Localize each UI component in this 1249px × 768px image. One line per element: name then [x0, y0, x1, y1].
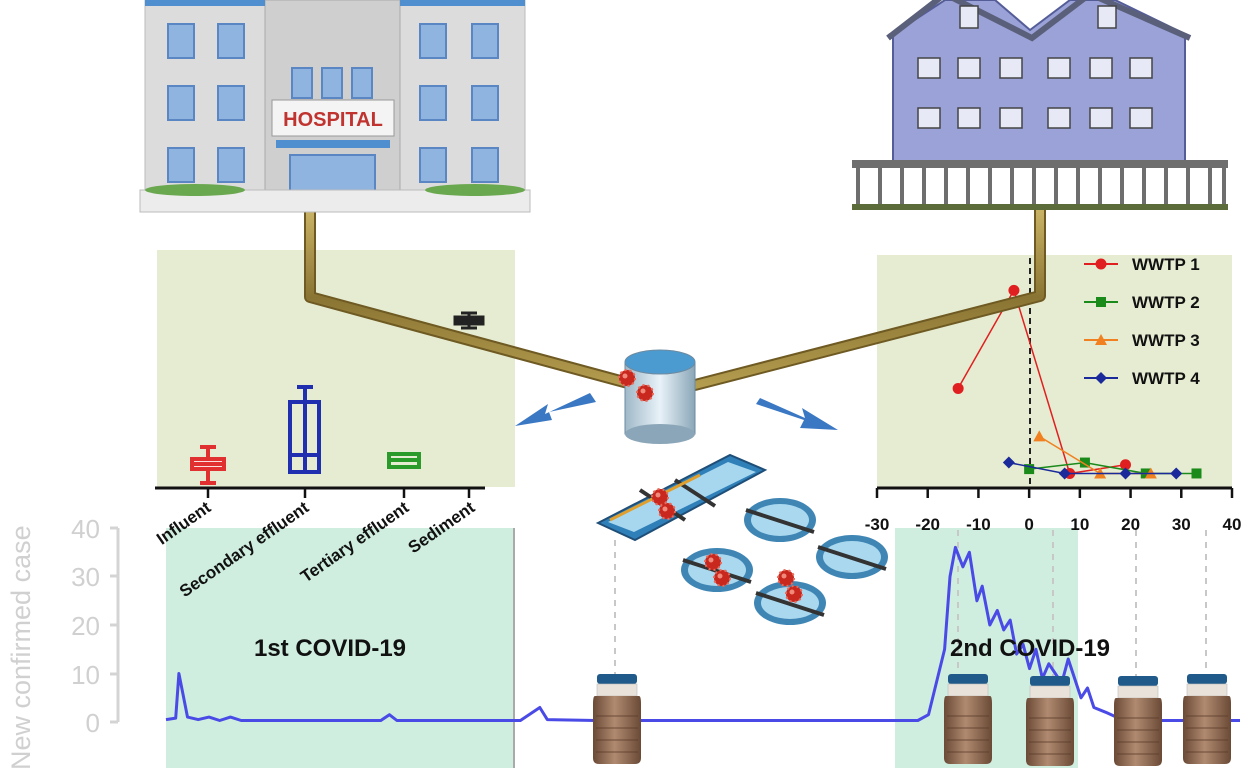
y-tick-label: 40 [71, 514, 100, 544]
arrow-to-right-chart [756, 398, 838, 430]
legend-label: WWTP 4 [1132, 369, 1200, 388]
wwtp-x-tick-label: -20 [915, 515, 940, 534]
sample-bottle [943, 673, 993, 765]
wwtp-chart-background [877, 255, 1232, 487]
wwtp-x-tick-label: 30 [1172, 515, 1191, 534]
wwtp-x-tick-label: -10 [966, 515, 991, 534]
wwtp-data-point [1058, 467, 1071, 480]
wwtp-data-point [1033, 430, 1046, 442]
sample-bottle [1025, 675, 1075, 767]
wwtp-series-line-4 [1008, 461, 1177, 475]
y-axis-label: New confirmed case [6, 525, 36, 768]
legend-marker [1095, 372, 1107, 384]
y-tick-label: 30 [71, 562, 100, 592]
legend-label: WWTP 3 [1132, 331, 1200, 350]
y-tick-label: 10 [71, 660, 100, 690]
wwtp-data-point [952, 382, 964, 394]
sample-bottle [1113, 675, 1163, 767]
box-influent [190, 445, 226, 485]
legend-label: WWTP 2 [1132, 293, 1200, 312]
second-wave-label: 2nd COVID-19 [950, 635, 1110, 662]
first-wave-band [166, 528, 514, 768]
box-secondary-effluent [288, 385, 321, 474]
hospital-building: HOSPITAL [139, 0, 531, 213]
sewer-pipes [304, 204, 1046, 391]
wwtp-x-tick-label: 0 [1024, 515, 1033, 534]
y-tick-label: 0 [86, 708, 100, 738]
wwtp-series-line-1 [957, 288, 1126, 475]
y-axis: 40 30 20 10 0 New confirmed case [6, 514, 120, 768]
box-plot-background [157, 250, 515, 487]
legend-marker [1096, 297, 1106, 307]
wwtp-data-point [1170, 467, 1183, 480]
wwtp-data-point [1079, 457, 1090, 468]
wwtp-data-point [1008, 284, 1020, 296]
wwtp-data-point [1191, 468, 1202, 479]
residential-building [852, 0, 1228, 210]
arrow-to-left-chart [515, 393, 596, 426]
sample-bottle [1182, 673, 1232, 765]
wwtp-x-tick-label: -30 [865, 515, 890, 534]
legend-marker [1095, 258, 1107, 270]
legend-label: WWTP 1 [1132, 255, 1200, 274]
box-sediment [453, 311, 485, 330]
wwtp-data-point [1002, 456, 1015, 469]
wwtp-data-point [1120, 459, 1131, 471]
box-tertiary-effluent [387, 452, 421, 469]
sample-bottle [592, 673, 642, 765]
wwtp-x-tick-label: 10 [1070, 515, 1089, 534]
sampling-guides [614, 530, 1207, 676]
y-tick-label: 20 [71, 611, 100, 641]
wwtp-legend: WWTP 1 WWTP 2 WWTP 3 WWTP 4 [1084, 255, 1200, 388]
first-wave-label: 1st COVID-19 [254, 635, 406, 662]
wwtp-data-point [1024, 464, 1035, 475]
wwtp-x-tick-label: 20 [1121, 515, 1140, 534]
wwtp-x-tick-label: 40 [1223, 515, 1242, 534]
hospital-sign: HOSPITAL [283, 109, 383, 131]
case-series-line [165, 545, 1240, 722]
treatment-plant [515, 349, 890, 627]
wwtp-data-point [1119, 467, 1132, 480]
case-chart: 40 30 20 10 0 New confirmed case 1st COV… [6, 514, 1240, 768]
legend-marker [1095, 334, 1107, 345]
